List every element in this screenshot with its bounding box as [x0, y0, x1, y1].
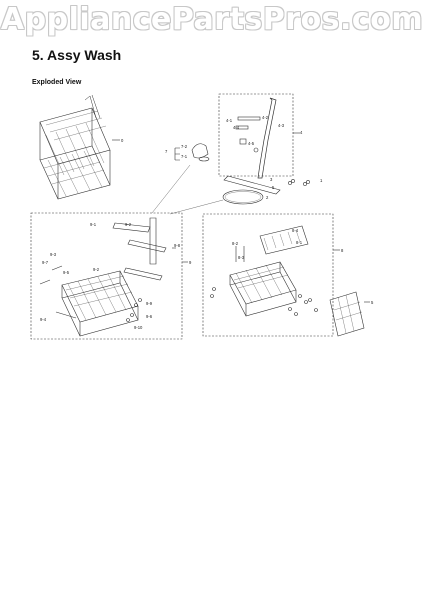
watermark: AppliancePartsPros.com [0, 2, 424, 37]
label-0: 0 [121, 138, 124, 143]
label-9-1: 9-1 [90, 222, 97, 227]
label-8-1: 8-1 [296, 240, 303, 245]
label-9-10: 9-10 [134, 325, 143, 330]
label-9-3: 9-3 [50, 252, 57, 257]
label-2: 2 [266, 195, 269, 200]
label-7: 7 [165, 149, 168, 154]
label-8-3: 8-3 [238, 255, 245, 260]
lower-spray-arm-illustration [222, 175, 310, 205]
lower-rack-illustration [39, 217, 167, 337]
label-9-8: 9-8 [174, 243, 181, 248]
spray-pipe-illustration [235, 97, 277, 179]
label-7-1: 7-1 [181, 154, 188, 159]
label-9-6: 9-6 [146, 314, 153, 319]
label-5-basket: 5 [371, 300, 374, 305]
part-7-illustration [191, 143, 210, 162]
label-8-2: 8-2 [232, 241, 239, 246]
label-9: 9 [189, 260, 192, 265]
label-3: 3 [270, 177, 273, 182]
cutlery-basket-illustration [329, 291, 365, 337]
label-4: 4 [300, 130, 303, 135]
section-title: 5. Assy Wash [32, 47, 122, 63]
label-4-4: 4-4 [233, 125, 240, 130]
label-9-4: 9-4 [40, 317, 47, 322]
label-1: 1 [320, 178, 323, 183]
label-4-5: 4-5 [248, 141, 255, 146]
label-8-4: 8-4 [292, 228, 299, 233]
lower-rack-group-box [30, 212, 183, 340]
label-5: 5 [272, 185, 275, 190]
label-9-5: 9-5 [63, 270, 70, 275]
spray-pipe-group-box [218, 93, 294, 177]
label-4-3: 4-3 [278, 123, 285, 128]
label-9-7: 9-7 [42, 260, 49, 265]
upper-rack-group-box [202, 213, 334, 337]
label-7-2: 7-2 [181, 144, 188, 149]
exploded-view-title: Exploded View [32, 79, 82, 86]
label-9-2-lower: 9-2 [93, 267, 100, 272]
label-4-2: 4-2 [262, 115, 269, 120]
rack-assembly-illustration [39, 94, 111, 200]
label-9-2: 9-2 [125, 222, 132, 227]
label-9-9: 9-9 [146, 301, 153, 306]
upper-rack-illustration [210, 225, 318, 317]
label-4-1: 4-1 [226, 118, 233, 123]
label-8: 8 [341, 248, 344, 253]
